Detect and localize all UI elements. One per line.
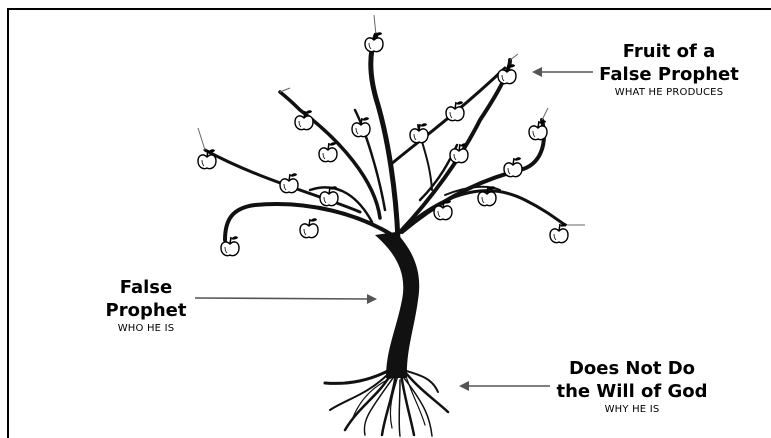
apple-icon — [504, 157, 522, 176]
apple-icon — [280, 173, 298, 192]
arrow-left-icon — [459, 381, 550, 391]
apple-icon — [478, 186, 496, 205]
apple-icon — [365, 32, 383, 51]
label-false-prophet: False Prophet WHO HE IS — [96, 276, 196, 336]
label-will-title: Does Not Do the Will of God — [552, 357, 712, 403]
apple-icon — [198, 149, 216, 168]
tree-trunk — [375, 232, 419, 378]
apple-icon — [300, 218, 318, 237]
apple-icon — [410, 123, 428, 142]
label-fruit-of-false-prophet: Fruit of a False Prophet WHAT HE PRODUCE… — [594, 40, 744, 100]
arrow-right-icon — [195, 294, 377, 304]
apple-icon — [446, 101, 464, 120]
label-fruit-subtitle: WHAT HE PRODUCES — [594, 86, 744, 100]
label-will-subtitle: WHY HE IS — [552, 403, 712, 417]
label-prophet-subtitle: WHO HE IS — [96, 322, 196, 336]
label-does-not-do-will: Does Not Do the Will of God WHY HE IS — [552, 357, 712, 417]
tree-roots — [325, 370, 448, 436]
apple-icon — [434, 200, 452, 219]
label-prophet-title: False Prophet — [96, 276, 196, 322]
apple-icon — [498, 64, 516, 83]
label-fruit-title: Fruit of a False Prophet — [594, 40, 744, 86]
apple-icon — [352, 117, 370, 136]
fruit-group — [198, 32, 568, 255]
apple-icon — [319, 142, 337, 161]
arrow-left-icon — [532, 67, 593, 77]
apple-icon — [295, 110, 313, 129]
